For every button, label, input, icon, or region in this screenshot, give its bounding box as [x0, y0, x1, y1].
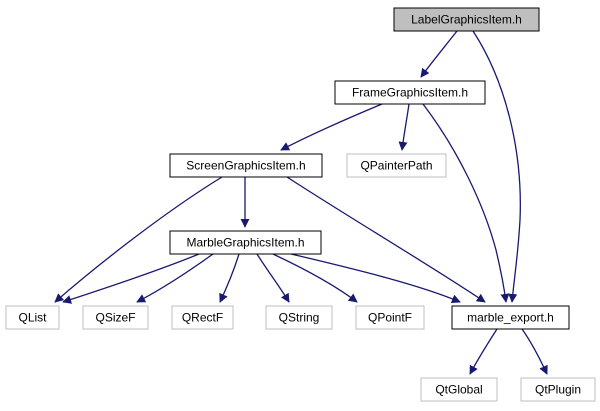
- edge-marble-graphics-item-to-qrectf: [219, 253, 240, 303]
- edge-label-graphics-item-to-frame-graphics-item: [420, 30, 458, 78]
- node-label: MarbleGraphicsItem.h: [186, 236, 304, 250]
- node-marble-export[interactable]: marble_export.h: [451, 305, 570, 330]
- edge-frame-graphics-item-to-marble-export: [422, 103, 510, 303]
- node-qtplugin: QtPlugin: [520, 377, 596, 402]
- node-label: QtGlobal: [435, 383, 482, 397]
- node-label: QSizeF: [95, 311, 135, 325]
- node-qsizef: QSizeF: [82, 305, 149, 330]
- edge-marble-graphics-item-to-qsizef: [136, 253, 214, 303]
- edge-marble-graphics-item-to-marble-export: [290, 253, 461, 303]
- node-box: [334, 80, 486, 105]
- node-label: QtPlugin: [535, 383, 581, 397]
- node-box: [520, 377, 596, 402]
- node-label: QList: [18, 311, 47, 325]
- edge-marble-export-to-qtglobal: [469, 328, 498, 375]
- node-qstring: QString: [265, 305, 333, 330]
- node-label: ScreenGraphicsItem.h: [186, 159, 305, 173]
- node-box: [171, 305, 234, 330]
- node-qtglobal: QtGlobal: [420, 377, 498, 402]
- node-label: FrameGraphicsItem.h: [352, 86, 468, 100]
- edge-screen-graphics-item-to-qlist: [54, 176, 223, 303]
- node-frame-graphics-item[interactable]: FrameGraphicsItem.h: [334, 80, 486, 105]
- node-box: [265, 305, 333, 330]
- edge-frame-graphics-item-to-screen-graphics-item: [280, 103, 383, 151]
- node-box: [82, 305, 149, 330]
- edge-marble-export-to-qtplugin: [521, 328, 548, 375]
- node-box: [5, 305, 60, 330]
- node-label: QPainterPath: [360, 159, 432, 173]
- node-label: LabelGraphicsItem.h: [411, 13, 522, 27]
- node-label: QPointF: [368, 311, 412, 325]
- node-box: [393, 7, 540, 32]
- node-box: [346, 153, 447, 178]
- node-box: [355, 305, 425, 330]
- edge-label-graphics-item-to-marble-export: [472, 30, 521, 303]
- node-box: [451, 305, 570, 330]
- node-qpainterpath: QPainterPath: [346, 153, 447, 178]
- node-qlist: QList: [5, 305, 60, 330]
- edge-marble-graphics-item-to-qstring: [256, 253, 290, 303]
- node-marble-graphics-item[interactable]: MarbleGraphicsItem.h: [169, 230, 322, 255]
- edge-marble-graphics-item-to-qpointf: [272, 253, 358, 303]
- node-qrectf: QRectF: [171, 305, 234, 330]
- nodes-layer: LabelGraphicsItem.hFrameGraphicsItem.hQP…: [5, 7, 596, 402]
- edges-layer: [54, 30, 548, 375]
- node-box: [169, 230, 322, 255]
- node-box: [420, 377, 498, 402]
- node-screen-graphics-item[interactable]: ScreenGraphicsItem.h: [169, 153, 323, 178]
- node-label: QString: [279, 311, 320, 325]
- node-box: [169, 153, 323, 178]
- node-qpointf: QPointF: [355, 305, 425, 330]
- edge-screen-graphics-item-to-marble-export: [286, 176, 486, 303]
- node-label: QRectF: [182, 311, 223, 325]
- node-label: marble_export.h: [467, 311, 554, 325]
- edge-frame-graphics-item-to-qpainterpath: [398, 103, 410, 151]
- node-label-graphics-item[interactable]: LabelGraphicsItem.h: [393, 7, 540, 32]
- edge-marble-graphics-item-to-qlist: [62, 253, 200, 304]
